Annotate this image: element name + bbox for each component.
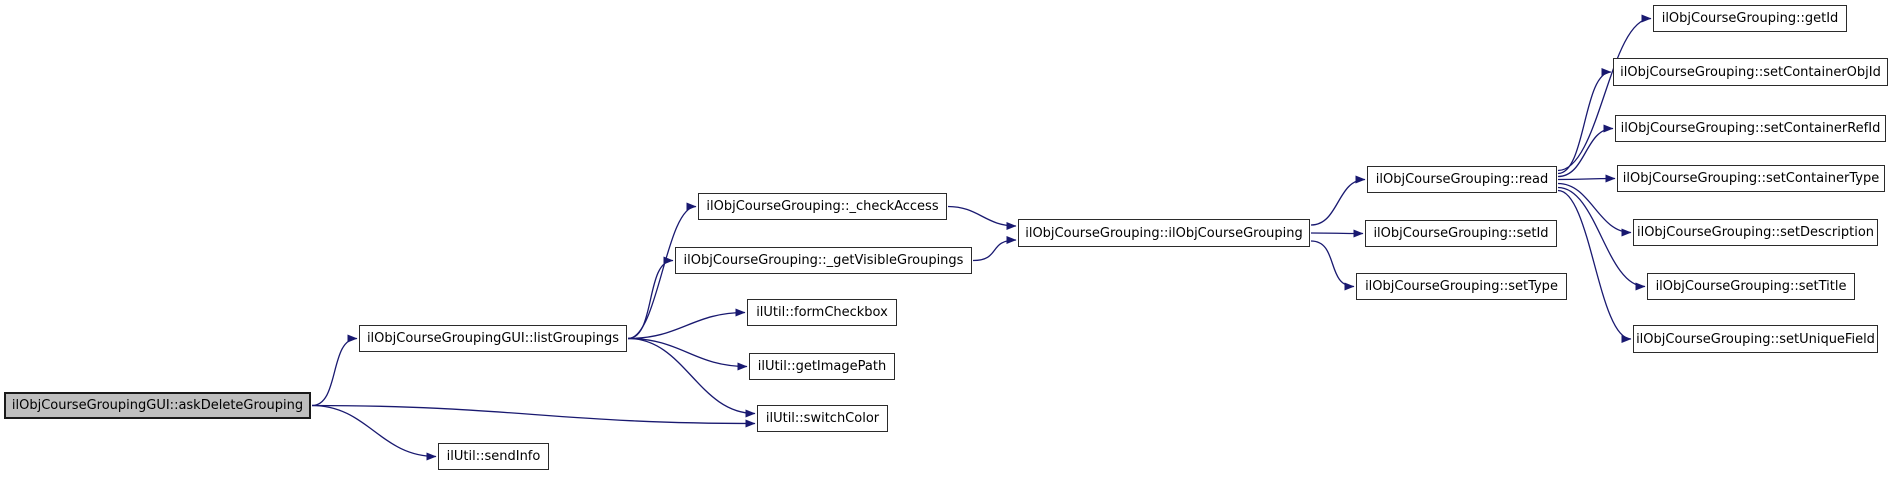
graph-node-setContainerType[interactable]: ilObjCourseGrouping::setContainerType xyxy=(1617,165,1885,192)
graph-node-ctor[interactable]: ilObjCourseGrouping::ilObjCourseGrouping xyxy=(1018,219,1310,247)
graph-node-setContainerObjId[interactable]: ilObjCourseGrouping::setContainerObjId xyxy=(1613,58,1888,86)
graph-node-setType[interactable]: ilObjCourseGrouping::setType xyxy=(1356,273,1567,300)
call-edge-getVisibleGroupings--ctor xyxy=(972,236,1017,262)
graph-node-formCheckbox[interactable]: ilUtil::formCheckbox xyxy=(747,299,897,326)
call-edge-ctor--setId xyxy=(1310,229,1364,238)
call-edge-read--getId xyxy=(1557,14,1652,172)
call-edge-read--setContainerObjId xyxy=(1557,68,1612,175)
graph-node-checkAccess[interactable]: ilObjCourseGrouping::_checkAccess xyxy=(698,193,947,220)
call-edge-askDeleteGrouping--sendInfo xyxy=(311,404,437,461)
graph-node-setTitle[interactable]: ilObjCourseGrouping::setTitle xyxy=(1647,273,1855,300)
call-edge-read--setContainerType xyxy=(1557,174,1616,183)
graph-node-getImagePath[interactable]: ilUtil::getImagePath xyxy=(749,353,895,380)
graph-node-askDeleteGrouping[interactable]: ilObjCourseGroupingGUI::askDeleteGroupin… xyxy=(4,392,311,419)
graph-node-setDescription[interactable]: ilObjCourseGrouping::setDescription xyxy=(1633,219,1878,246)
graph-node-getVisibleGroupings[interactable]: ilObjCourseGrouping::_getVisibleGrouping… xyxy=(675,247,972,274)
graph-node-setUniqueField[interactable]: ilObjCourseGrouping::setUniqueField xyxy=(1633,325,1878,353)
call-edge-askDeleteGrouping--switchColor xyxy=(311,404,756,428)
graph-node-read[interactable]: ilObjCourseGrouping::read xyxy=(1367,166,1557,193)
call-edge-listGroupings--switchColor xyxy=(627,337,756,418)
call-edge-read--setUniqueField xyxy=(1557,189,1632,343)
call-edge-listGroupings--getVisibleGroupings xyxy=(627,256,674,340)
graph-node-setContainerRefId[interactable]: ilObjCourseGrouping::setContainerRefId xyxy=(1615,115,1886,142)
call-edge-askDeleteGrouping--listGroupings xyxy=(311,334,358,407)
graph-node-listGroupings[interactable]: ilObjCourseGroupingGUI::listGroupings xyxy=(359,325,627,352)
graph-node-setId[interactable]: ilObjCourseGrouping::setId xyxy=(1365,220,1557,247)
graph-node-sendInfo[interactable]: ilUtil::sendInfo xyxy=(438,443,549,470)
call-edge-ctor--setType xyxy=(1310,240,1355,291)
call-edge-ctor--read xyxy=(1310,175,1366,226)
call-edge-listGroupings--getImagePath xyxy=(627,337,748,371)
call-edge-listGroupings--formCheckbox xyxy=(627,308,746,340)
call-edge-checkAccess--ctor xyxy=(947,205,1017,230)
call-edge-read--setTitle xyxy=(1557,186,1646,291)
graph-node-getId[interactable]: ilObjCourseGrouping::getId xyxy=(1653,5,1847,32)
call-edge-read--setContainerRefId xyxy=(1557,124,1614,178)
graph-node-switchColor[interactable]: ilUtil::switchColor xyxy=(757,405,888,432)
